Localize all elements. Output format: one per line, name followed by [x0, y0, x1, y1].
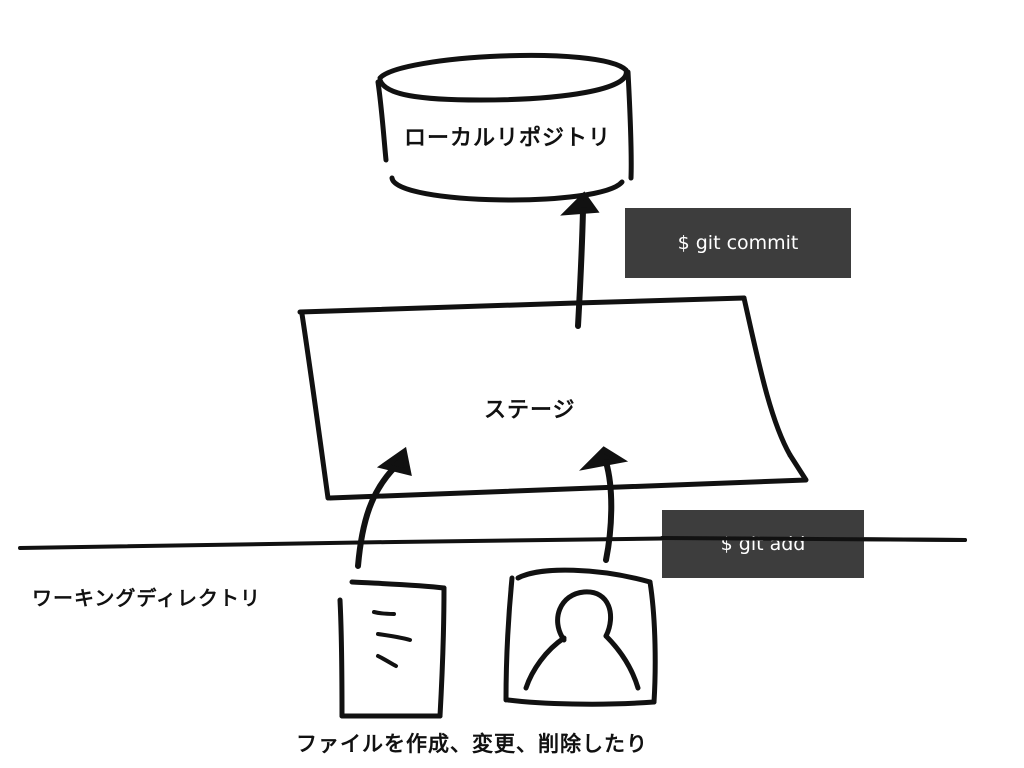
add-arrow-right [579, 446, 629, 563]
document-icon [337, 579, 447, 719]
add-arrow-left [355, 446, 412, 569]
commit-arrow [560, 191, 600, 329]
stage-label: ステージ [484, 398, 576, 423]
local-repository-cylinder [375, 52, 634, 203]
git-commit-command-text: $ git commit [677, 232, 799, 254]
local-repository-label: ローカルリポジトリ [404, 126, 612, 151]
git-add-command-text: $ git add [720, 533, 806, 555]
stage-shape [297, 295, 809, 501]
file-operations-caption: ファイルを作成、変更、削除したり [296, 732, 648, 756]
git-add-command: $ git add [662, 510, 864, 578]
working-directory-label: ワーキングディレクトリ [32, 586, 261, 610]
git-commit-command: $ git commit [625, 208, 851, 278]
person-icon [503, 567, 658, 707]
